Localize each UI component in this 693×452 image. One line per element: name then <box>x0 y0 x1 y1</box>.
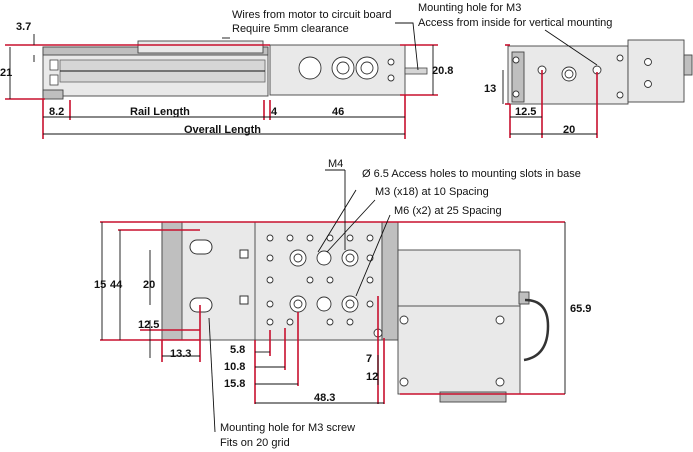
carriage-plate <box>254 221 383 341</box>
m6-holes <box>316 250 332 312</box>
m6-holes-note: M6 (x2) at 25 Spacing <box>394 205 502 217</box>
dim-12-5-plan: 12.5 <box>138 319 159 331</box>
motor <box>397 249 521 309</box>
wires-note-line2: Require 5mm clearance <box>232 23 349 35</box>
dim-48-3: 48.3 <box>314 392 335 404</box>
plan-view: M4 Ø 6.5 Access holes to mounting slots … <box>94 158 591 449</box>
access-holes <box>289 249 359 313</box>
label-overall-length: Overall Length <box>184 124 261 136</box>
mount-note-line2: Access from inside for vertical mounting <box>418 17 612 29</box>
dim-21: 21 <box>0 67 12 79</box>
label-m4: M4 <box>328 158 343 170</box>
dim-20-plan: 20 <box>143 279 155 291</box>
dim-20-8: 20.8 <box>432 65 453 77</box>
screw-note-line2: Fits on 20 grid <box>220 437 290 449</box>
dim-4: 4 <box>271 106 278 118</box>
dim-3-7: 3.7 <box>16 21 31 33</box>
mount-note-line1: Mounting hole for M3 <box>418 2 521 14</box>
dim-5-8: 5.8 <box>230 344 245 356</box>
wires-note-line1: Wires from motor to circuit board <box>232 9 392 21</box>
dim-13-3: 13.3 <box>170 348 191 360</box>
end-view: Mounting hole for M3 Access from inside … <box>418 2 693 138</box>
dim-12-5: 12.5 <box>515 106 536 118</box>
m3-holes-note: M3 (x18) at 10 Spacing <box>375 186 489 198</box>
dim-20-end: 20 <box>563 124 575 136</box>
side-view: 3.7 21 8.2 Rail Length 4 46 Overall Leng… <box>0 9 453 139</box>
dim-44: 44 <box>110 279 123 291</box>
dim-12: 12 <box>366 371 378 383</box>
screw-note-line1: Mounting hole for M3 screw <box>220 422 355 434</box>
dim-46: 46 <box>332 106 344 118</box>
dim-8-2: 8.2 <box>49 106 64 118</box>
label-rail-length: Rail Length <box>130 106 190 118</box>
access-holes-note: Ø 6.5 Access holes to mounting slots in … <box>362 168 581 180</box>
dim-65-9: 65.9 <box>570 303 591 315</box>
dim-7: 7 <box>366 353 372 365</box>
dim-15: 15 <box>94 279 106 291</box>
dim-15-8: 15.8 <box>224 378 245 390</box>
dim-10-8: 10.8 <box>224 361 245 373</box>
dim-13: 13 <box>484 83 496 95</box>
